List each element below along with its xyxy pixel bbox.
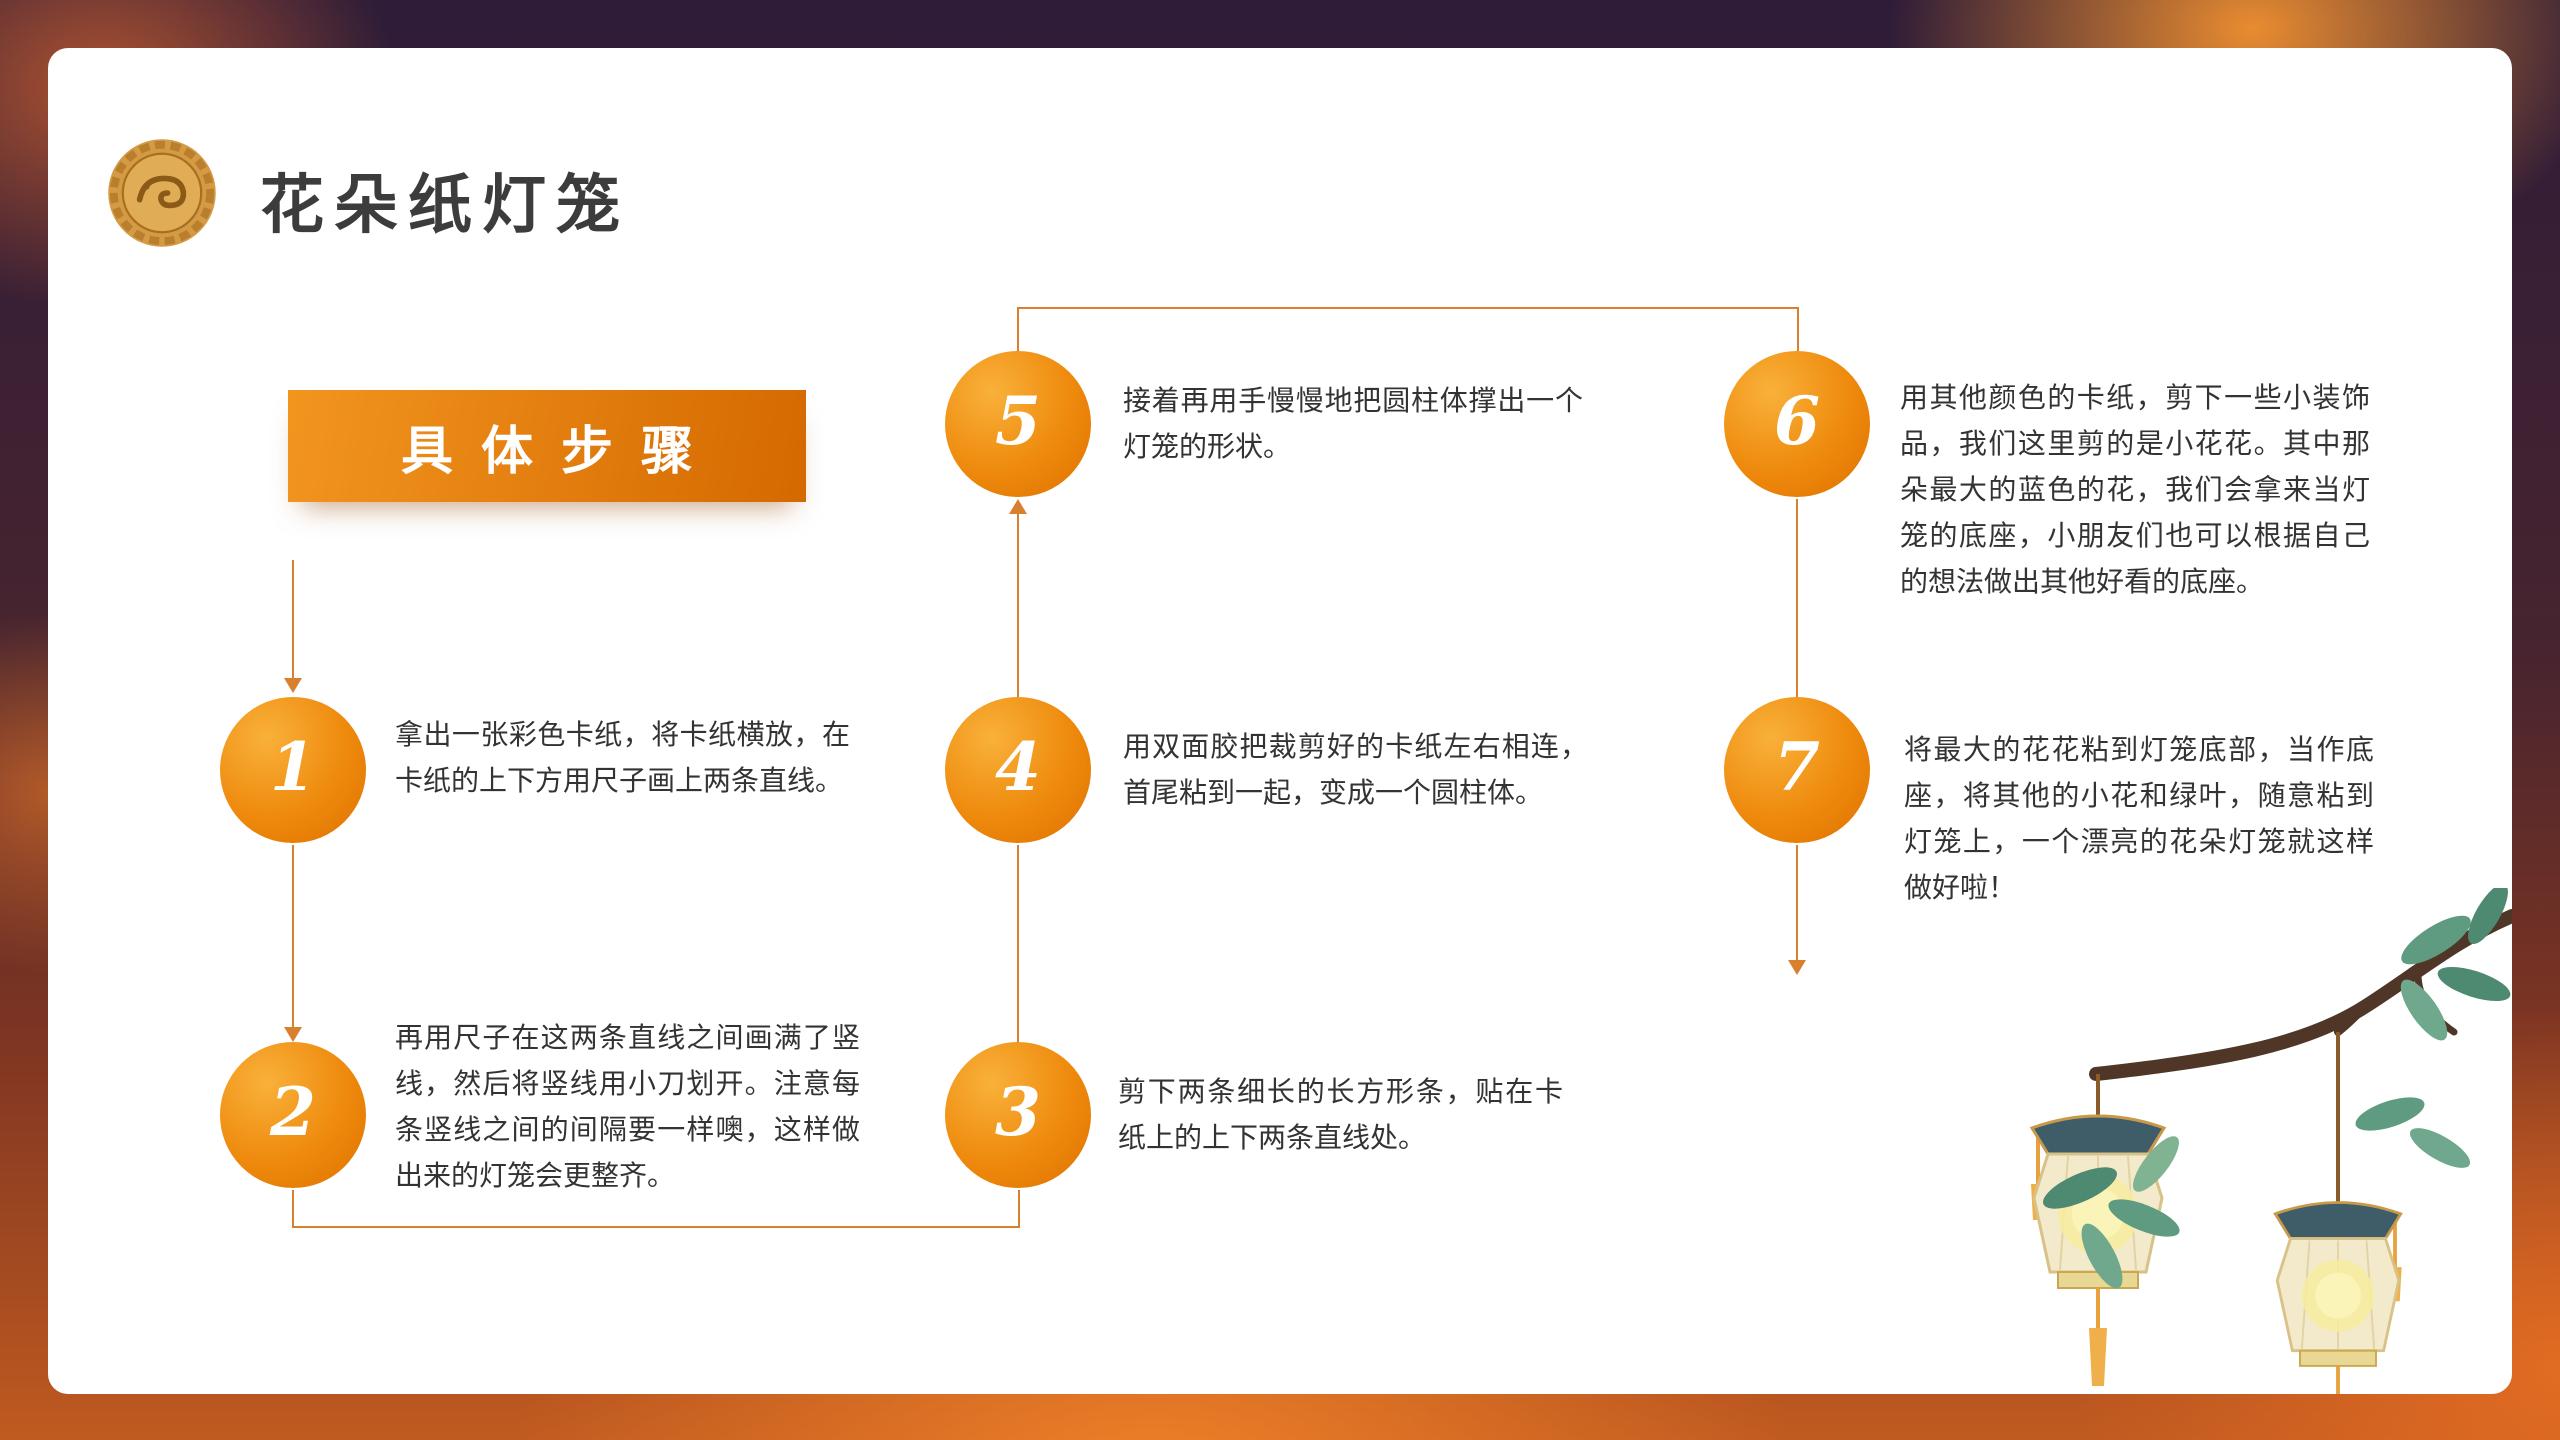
- step-text-3: 剪下两条细长的长方形条，贴在卡纸上的上下两条直线处。: [1118, 1076, 1563, 1153]
- connector-line: [1797, 307, 1799, 351]
- step-circle-4: 4: [945, 697, 1091, 843]
- connector-line: [1796, 499, 1798, 697]
- step-text-5: 接着再用手慢慢地把圆柱体撑出一个灯笼的形状。: [1123, 385, 1583, 462]
- step-circle-7: 7: [1724, 697, 1870, 843]
- step-number: 4: [995, 728, 1041, 806]
- step-circle-5: 5: [945, 351, 1091, 497]
- connector-line: [292, 1190, 294, 1228]
- steps-banner-label: 具体步骤: [400, 422, 721, 481]
- connector-line: [1796, 845, 1798, 960]
- arrow-down-icon: [284, 678, 302, 693]
- step-circle-6: 6: [1724, 351, 1870, 497]
- step-number: 5: [995, 382, 1041, 460]
- connector-line: [292, 1226, 1020, 1228]
- step-text-7: 将最大的花花粘到灯笼底部，当作底座，将其他的小花和绿叶，随意粘到灯笼上，一个漂亮…: [1904, 734, 2374, 903]
- step-number: 7: [1774, 728, 1820, 806]
- step-text-4: 用双面胶把裁剪好的卡纸左右相连，首尾粘到一起，变成一个圆柱体。: [1123, 731, 1588, 808]
- arrow-down-icon: [284, 1027, 302, 1042]
- page-title: 花朵纸灯笼: [260, 169, 630, 241]
- connector-line: [1017, 514, 1019, 697]
- arrow-up-icon: [1009, 499, 1027, 514]
- mooncake-logo-icon: [108, 139, 216, 247]
- step-number: 2: [270, 1073, 316, 1151]
- connector-line: [1017, 307, 1799, 309]
- step-text-2: 再用尺子在这两条直线之间画满了竖线，然后将竖线用小刀划开。注意每条竖线之间的间隔…: [395, 1022, 860, 1191]
- connector-line: [292, 845, 294, 1027]
- connector-line: [292, 560, 294, 678]
- step-number: 3: [995, 1073, 1041, 1151]
- step-number: 6: [1774, 382, 1820, 460]
- step-circle-1: 1: [220, 697, 366, 843]
- step-text-6: 用其他颜色的卡纸，剪下一些小装饰品，我们这里剪的是小花花。其中那朵最大的蓝色的花…: [1900, 382, 2370, 597]
- lantern-illustration: [2029, 888, 2512, 1394]
- connector-line: [1018, 1190, 1020, 1228]
- steps-banner: 具体步骤: [288, 390, 806, 502]
- step-circle-3: 3: [945, 1042, 1091, 1188]
- arrow-down-icon: [1788, 960, 1806, 975]
- step-number: 1: [270, 728, 316, 806]
- slide-card: 花朵纸灯笼 具体步骤 1 2 3 4: [48, 48, 2512, 1394]
- connector-line: [1017, 307, 1019, 351]
- step-text-1: 拿出一张彩色卡纸，将卡纸横放，在卡纸的上下方用尺子画上两条直线。: [395, 719, 850, 796]
- step-circle-2: 2: [220, 1042, 366, 1188]
- connector-line: [1017, 845, 1019, 1042]
